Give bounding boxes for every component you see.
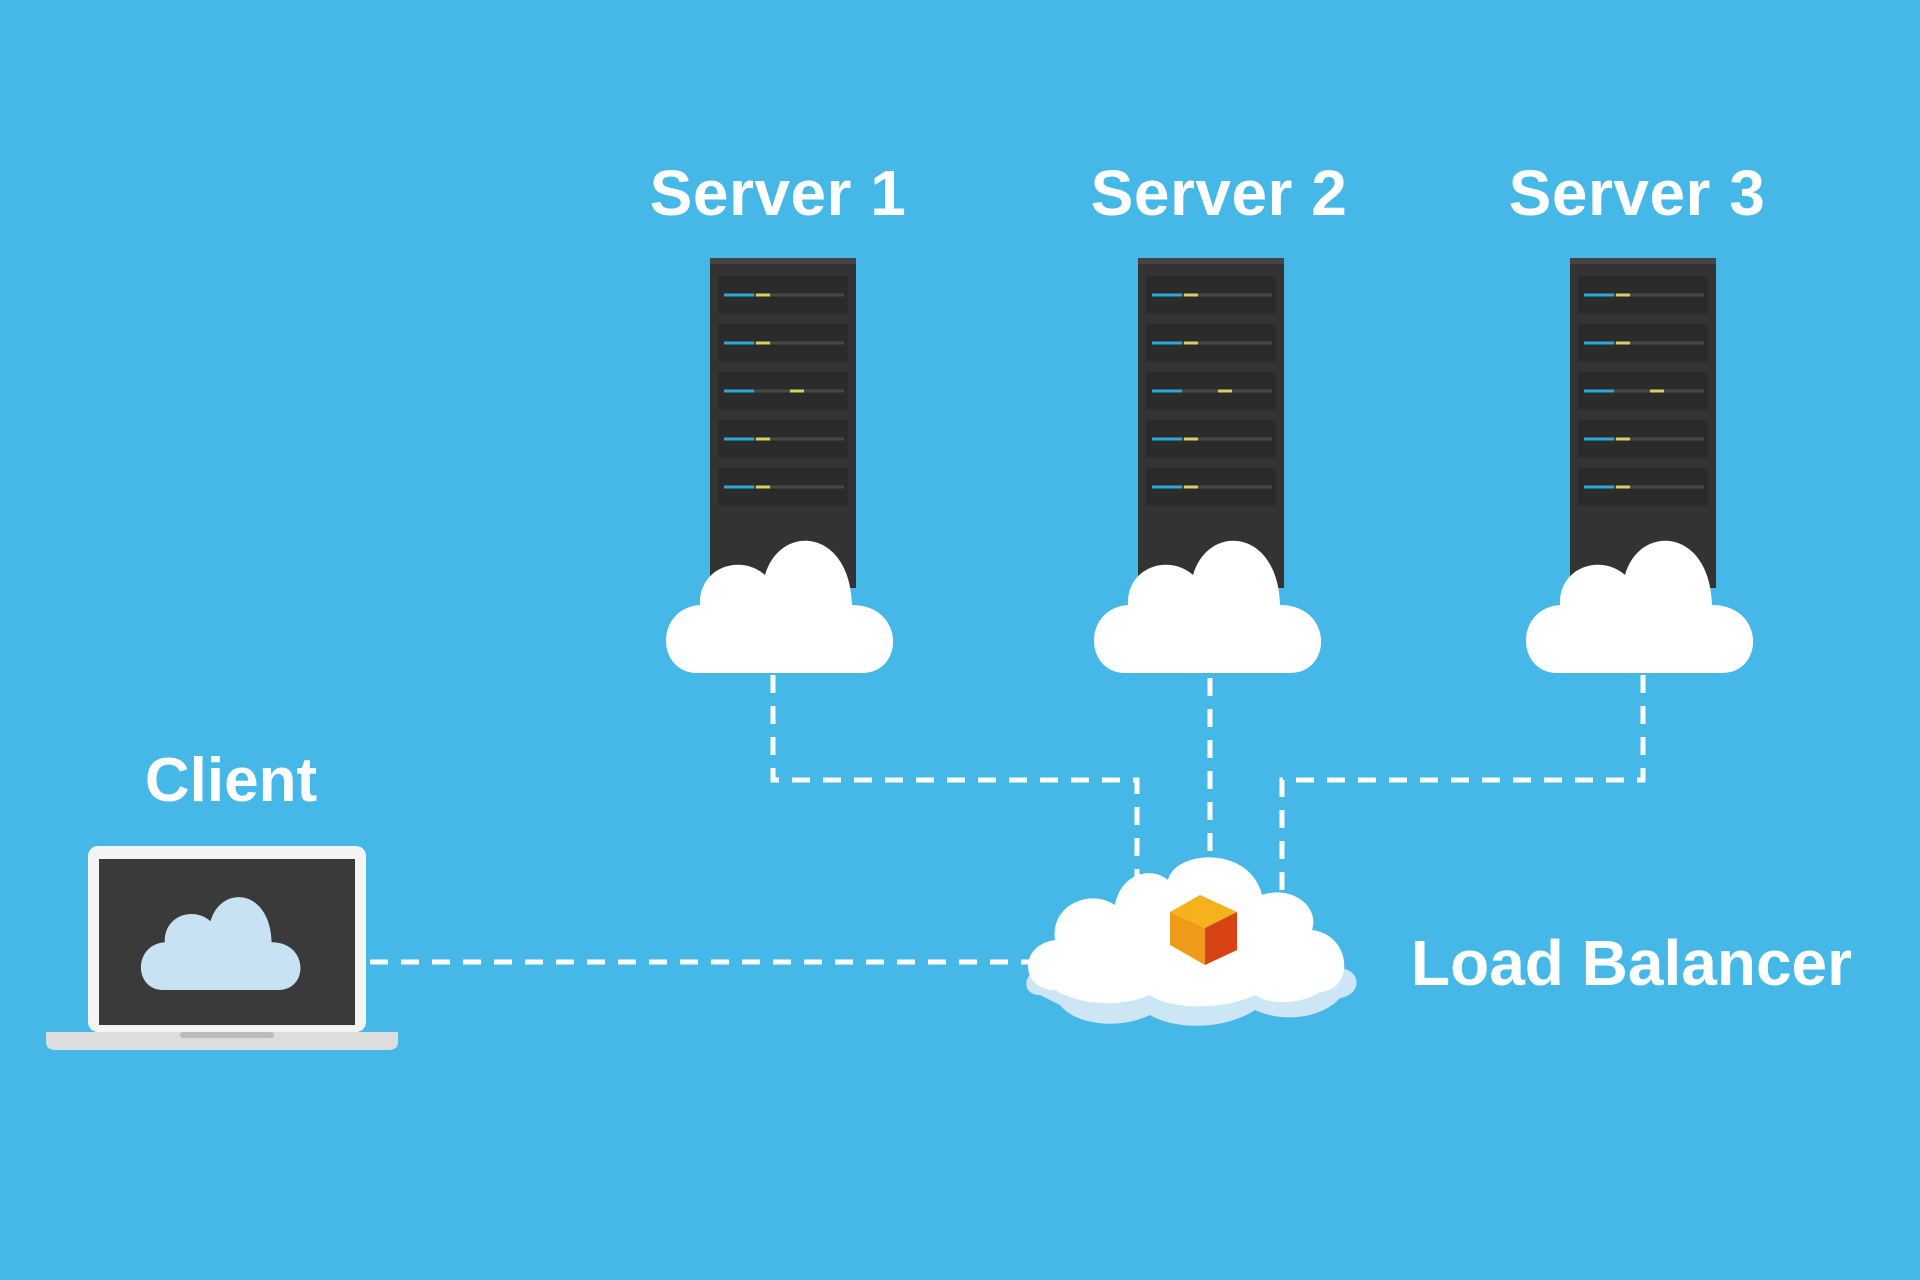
server-2 (1093, 258, 1322, 673)
laptop-notch (180, 1032, 274, 1038)
load-balancer-label: Load Balancer (1411, 927, 1853, 999)
rack-top-edge (1570, 258, 1716, 264)
server-1 (665, 258, 894, 673)
cube-icon (1170, 895, 1237, 965)
cube-right (1205, 912, 1237, 965)
server-rack-icon (1570, 258, 1716, 588)
server-2-label: Server 2 (1090, 157, 1348, 229)
rack-top-edge (710, 258, 856, 264)
connector-server-3 (1279, 675, 1646, 905)
server-group (665, 258, 1754, 673)
cube-left (1170, 912, 1205, 965)
screen-cloud-icon (140, 897, 301, 990)
server-3 (1525, 258, 1754, 673)
rack-top-edge (1138, 258, 1284, 264)
server-rack-icon (710, 258, 856, 588)
server-cloud (1093, 540, 1322, 673)
client-label: Client (144, 746, 318, 815)
connector-lines (370, 675, 1646, 965)
server-1-label: Server 1 (649, 157, 907, 229)
load-balancer-node (1026, 857, 1357, 1026)
connector-server-1 (770, 675, 1140, 905)
server-cloud (665, 540, 894, 673)
server-3-label: Server 3 (1508, 157, 1766, 229)
server-cloud (1525, 540, 1754, 673)
laptop-base (46, 1032, 398, 1050)
cube-top (1170, 895, 1237, 928)
server-rack-icon (1138, 258, 1284, 588)
laptop-icon (46, 846, 398, 1050)
client-laptop (46, 846, 398, 1050)
